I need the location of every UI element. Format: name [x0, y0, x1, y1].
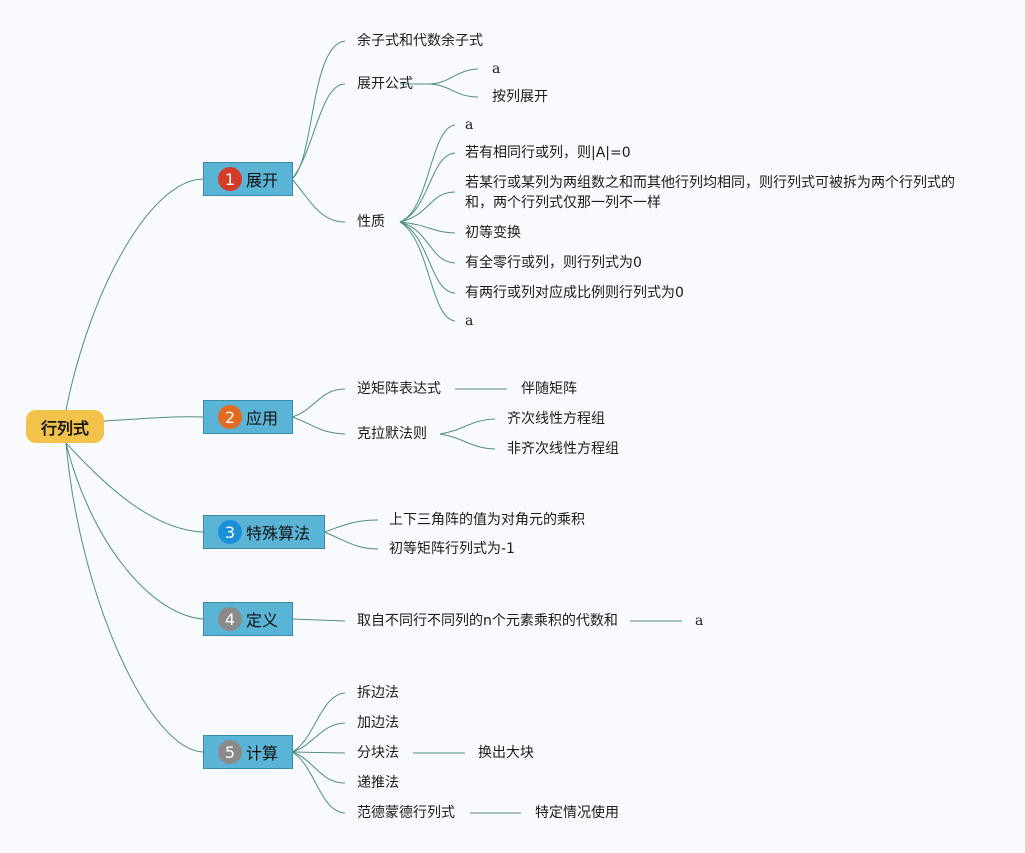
- node-nonhomogeneous-system[interactable]: 非齐次线性方程组: [507, 441, 619, 457]
- number-badge-5: 5: [218, 740, 242, 764]
- branch-label: 计算: [246, 744, 279, 763]
- branch-special-method[interactable]: 3 特殊算法: [203, 515, 325, 549]
- branch-compute[interactable]: 5 计算: [203, 735, 293, 769]
- branch-label: 定义: [246, 611, 279, 630]
- node-property-split-line2[interactable]: 和，两个行列式仅那一列不一样: [465, 195, 661, 211]
- node-expand-by-column[interactable]: 按列展开: [492, 89, 548, 105]
- branch-label: 应用: [246, 409, 279, 428]
- number-badge-1: 1: [218, 167, 242, 191]
- root-node[interactable]: 行列式: [26, 410, 104, 443]
- node-cofactor[interactable]: 余子式和代数余子式: [357, 33, 483, 49]
- number-badge-2: 2: [218, 405, 242, 429]
- root-label: 行列式: [40, 418, 89, 438]
- node-split-edge-method[interactable]: 拆边法: [357, 685, 399, 701]
- node-homogeneous-system[interactable]: 齐次线性方程组: [507, 411, 605, 427]
- node-property-split-line1[interactable]: 若某行或某列为两组数之和而其他行列均相同，则行列式可被拆为两个行列式的: [465, 175, 955, 191]
- branch-expand[interactable]: 1 展开: [203, 162, 293, 196]
- node-definition-a[interactable]: a: [695, 613, 704, 629]
- branch-application[interactable]: 2 应用: [203, 400, 293, 434]
- node-adjugate-matrix[interactable]: 伴随矩阵: [521, 381, 577, 397]
- number-badge-4: 4: [218, 607, 242, 631]
- node-recursion-method[interactable]: 递推法: [357, 775, 399, 791]
- node-special-case-use[interactable]: 特定情况使用: [535, 805, 619, 821]
- branch-definition[interactable]: 4 定义: [203, 602, 293, 636]
- node-block-method[interactable]: 分块法: [357, 745, 399, 761]
- node-expansion-formula[interactable]: 展开公式: [357, 76, 413, 92]
- number-badge-3: 3: [218, 520, 242, 544]
- node-border-method[interactable]: 加边法: [357, 715, 399, 731]
- node-vandermonde[interactable]: 范德蒙德行列式: [357, 805, 455, 821]
- branch-label: 展开: [246, 171, 279, 190]
- node-formula-a[interactable]: a: [492, 61, 501, 77]
- branch-label: 特殊算法: [246, 524, 311, 543]
- node-cramer-rule[interactable]: 克拉默法则: [357, 426, 427, 442]
- node-property-elementary-transform[interactable]: 初等变换: [465, 225, 521, 241]
- node-inverse-expression[interactable]: 逆矩阵表达式: [357, 381, 441, 397]
- node-elementary-matrix-det[interactable]: 初等矩阵行列式为-1: [389, 541, 515, 557]
- node-property-a-bottom[interactable]: a: [465, 313, 474, 329]
- node-properties[interactable]: 性质: [357, 214, 385, 230]
- node-property-zero-row[interactable]: 有全零行或列，则行列式为0: [465, 255, 642, 271]
- node-definition-text[interactable]: 取自不同行不同列的n个元素乘积的代数和: [357, 613, 618, 629]
- node-property-proportional-rows[interactable]: 有两行或列对应成比例则行列式为0: [465, 285, 684, 301]
- node-swap-big-block[interactable]: 换出大块: [478, 745, 534, 761]
- node-property-same-rows[interactable]: 若有相同行或列，则|A|=0: [465, 145, 631, 161]
- node-triangular-product[interactable]: 上下三角阵的值为对角元的乘积: [389, 512, 585, 528]
- node-property-a-top[interactable]: a: [465, 117, 474, 133]
